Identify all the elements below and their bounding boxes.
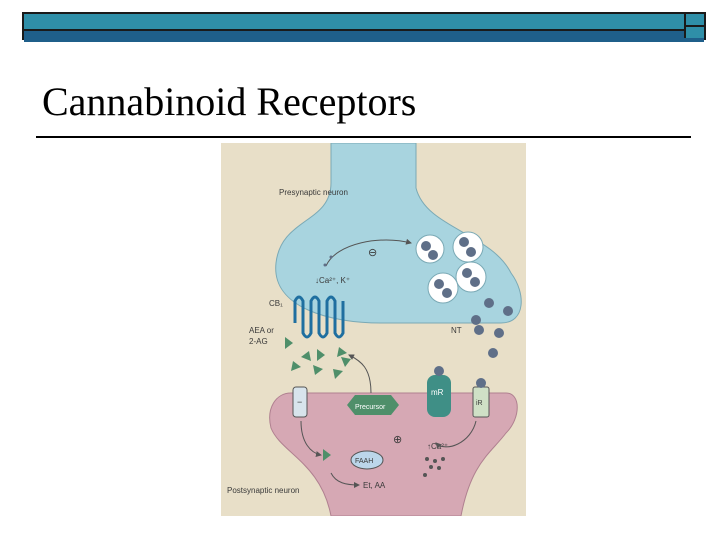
slide-title: Cannabinoid Receptors [42,79,417,124]
postsynaptic-label: Postsynaptic neuron [227,486,300,495]
mr-bound-nt [434,366,444,376]
title-bar-stripe [24,29,704,42]
products-label: Et, AA [363,481,386,490]
cb1-label: CB₁ [269,299,283,308]
mr-label: mR [431,388,444,397]
inhibition-arrow [325,238,412,267]
faah-enzyme [350,450,384,470]
title-divider [36,136,691,138]
precursor-arrow [348,354,372,394]
calcium-dots [423,457,445,477]
released-neurotransmitters [471,298,513,358]
ir-label: iR [476,400,483,407]
transporter-minus: − [297,397,302,407]
synapse-diagram: Presynaptic neuron NT ⊖ ↓Ca²⁺, K⁺ CB₁ AE… [221,143,526,516]
presynaptic-label: Presynaptic neuron [279,188,348,197]
two-ag-label: 2-AG [249,337,268,346]
uptake-arrow [300,420,322,457]
faah-label: FAAH [355,458,373,465]
title-bar-box [684,14,704,38]
nt-label: NT [451,326,462,335]
ca-signal-arrow [435,420,477,449]
postsynaptic-neuron [269,392,518,516]
ir-bound-nt [476,378,486,388]
inhibit-symbol: ⊖ [368,247,377,259]
vesicle-neurotransmitters [421,237,480,298]
mr-receptor [427,375,451,417]
precursor-label: Precursor [355,404,386,411]
faah-bound-ligand [323,449,331,461]
precursor-molecule [347,395,399,415]
ion-flux-label: ↓Ca²⁺, K⁺ [315,276,350,285]
ion-dots [323,255,333,267]
aea-label: AEA or [249,326,274,335]
stimulate-symbol: ⊕ [393,434,402,446]
endocannabinoid-ligands [285,337,351,379]
cb1-receptor [293,295,345,339]
breakdown-arrow [330,472,360,488]
title-bar [22,12,706,42]
transporter-channel [292,386,308,418]
